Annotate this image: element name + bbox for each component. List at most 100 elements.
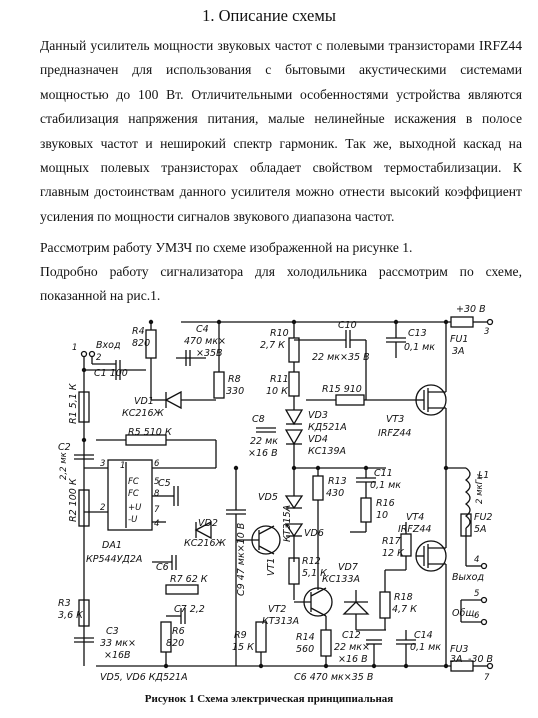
label-vd3: VD3 <box>308 410 328 421</box>
label-r11: R11 <box>270 374 289 385</box>
label-l1-val: 2 мкГн <box>475 474 485 504</box>
label-op-fc2: FC <box>128 489 139 499</box>
opamp-da1 <box>107 459 153 531</box>
label-pin1: 1 <box>72 343 77 353</box>
resistor-r3 <box>78 599 90 627</box>
label-vd5: VD5 <box>258 492 278 503</box>
circuit-schematic: Вход 1 2 C1 100 R1 5,1 К C2 2,2 мк R2 10… <box>58 304 494 683</box>
label-c9: C9 47 мк×10 В <box>236 523 247 596</box>
resistor-r7 <box>165 584 199 595</box>
label-r10: R10 <box>270 328 289 339</box>
label-r12-val: 5,1 К <box>302 568 328 579</box>
terminal-6 <box>480 618 488 626</box>
label-r18-val: 4,7 К <box>392 604 418 615</box>
label-pin6: 6 <box>474 611 480 621</box>
label-c13-val: 0,1 мк <box>404 342 435 353</box>
label-c11: C11 <box>374 468 393 479</box>
label-r17-val: 12 К <box>382 548 405 559</box>
label-c5: C5 <box>158 478 171 489</box>
label-c2-val: 2,2 мк <box>59 451 69 480</box>
label-vt2-val: КТ313А <box>262 616 299 627</box>
label-c4-val2: ×35В <box>196 348 223 359</box>
label-vt4-val: IRFZ44 <box>398 524 431 535</box>
terminal-7 <box>486 662 494 670</box>
label-r16: R16 <box>376 498 395 509</box>
label-c4: C4 <box>196 324 209 335</box>
resistor-r8 <box>213 371 225 399</box>
resistor-r14 <box>320 629 332 657</box>
detail-paragraph: Подробно работу сигнализатора для холоди… <box>40 264 522 304</box>
terminal-5 <box>480 596 488 604</box>
resistor-r16 <box>360 497 372 523</box>
label-op-pin8: 8 <box>154 489 160 499</box>
label-r8-val: 330 <box>226 386 244 397</box>
label-vd6: VD6 <box>304 528 324 539</box>
label-c8-val: 22 мк <box>250 436 278 447</box>
label-input: Вход <box>96 340 121 351</box>
label-vd7: VD7 <box>338 562 358 573</box>
diode-vd6 <box>284 523 304 538</box>
zener-vd7 <box>342 601 370 615</box>
section-heading: 1. Описание схемы <box>202 6 336 25</box>
label-op-pin5: 5 <box>154 477 159 487</box>
label-vd3-val: КД521А <box>308 422 347 433</box>
label-r6: R6 <box>172 626 185 637</box>
label-c3: C3 <box>106 626 119 637</box>
diode-vd5 <box>284 495 304 510</box>
label-fu2: FU2 <box>474 512 492 523</box>
label-r14-val: 560 <box>296 644 314 655</box>
label-vt1-val: КТ315А <box>282 505 293 542</box>
label-r8: R8 <box>228 374 241 385</box>
label-c12: C12 <box>342 630 361 641</box>
label-op-plus: +U <box>128 503 142 513</box>
label-r9: R9 <box>234 630 247 641</box>
label-l1: L1 <box>478 470 489 481</box>
label-c8-val2: ×16 В <box>248 448 278 459</box>
label-footnote-right: C6 470 мк×35 В <box>294 672 373 683</box>
zener-vd4 <box>284 429 304 446</box>
label-r15: R15 910 <box>322 384 362 395</box>
zener-vd1 <box>164 390 182 410</box>
label-r1: R1 5,1 К <box>68 382 79 424</box>
label-op-pin7: 7 <box>154 505 160 515</box>
label-vd2-val: КС216Ж <box>184 538 227 549</box>
label-pin4: 4 <box>474 555 479 565</box>
label-pin2: 2 <box>96 353 101 363</box>
label-minus-supply: -30 В <box>468 654 493 665</box>
label-output: Выход <box>452 572 484 583</box>
label-c2: C2 <box>58 442 71 453</box>
label-r16-val: 10 <box>376 510 388 521</box>
inductor-l1 <box>464 467 471 529</box>
label-da1: DA1 <box>102 540 122 551</box>
label-vt3: VT3 <box>386 414 404 425</box>
resistor-r10 <box>288 337 300 363</box>
figure-caption: Рисунок 1 Схема электрическая принципиал… <box>144 693 394 705</box>
label-pin7: 7 <box>484 673 490 683</box>
label-op-fc1: FC <box>128 477 139 487</box>
label-r17: R17 <box>382 536 401 547</box>
label-r13-val: 430 <box>326 488 344 499</box>
label-r3: R3 <box>58 598 71 609</box>
reference-paragraph: Рассмотрим работу УМЗЧ по схеме изображе… <box>40 240 413 255</box>
label-r10-val: 2,7 К <box>260 340 286 351</box>
label-c11-val: 0,1 мк <box>370 480 401 491</box>
label-vd2: VD2 <box>198 518 218 529</box>
label-fu1: FU1 <box>450 334 468 345</box>
label-c7: C7 2,2 <box>174 604 205 615</box>
label-c4-val: 470 мк× <box>184 336 226 347</box>
label-c3-val: 33 мк× <box>100 638 136 649</box>
label-vt1: VT1 <box>266 558 277 576</box>
label-da1-val: КР544УД2А <box>86 554 142 565</box>
resistor-r11 <box>288 371 300 397</box>
label-r3-val: 3,6 К <box>58 610 84 621</box>
label-c3-val2: ×16В <box>104 650 131 661</box>
label-r4: R4 <box>132 326 145 337</box>
description-paragraph: Данный усилитель мощности звуковых часто… <box>40 38 522 224</box>
label-common: Общ. <box>452 608 477 619</box>
label-r2: R2 100 К <box>68 477 79 522</box>
label-r7: R7 62 К <box>170 574 209 585</box>
fuse-fu1 <box>450 316 474 328</box>
zener-vd2 <box>194 520 212 540</box>
label-fu2-val: 5А <box>474 524 487 535</box>
label-c10-val: 22 мк×35 В <box>312 352 370 363</box>
